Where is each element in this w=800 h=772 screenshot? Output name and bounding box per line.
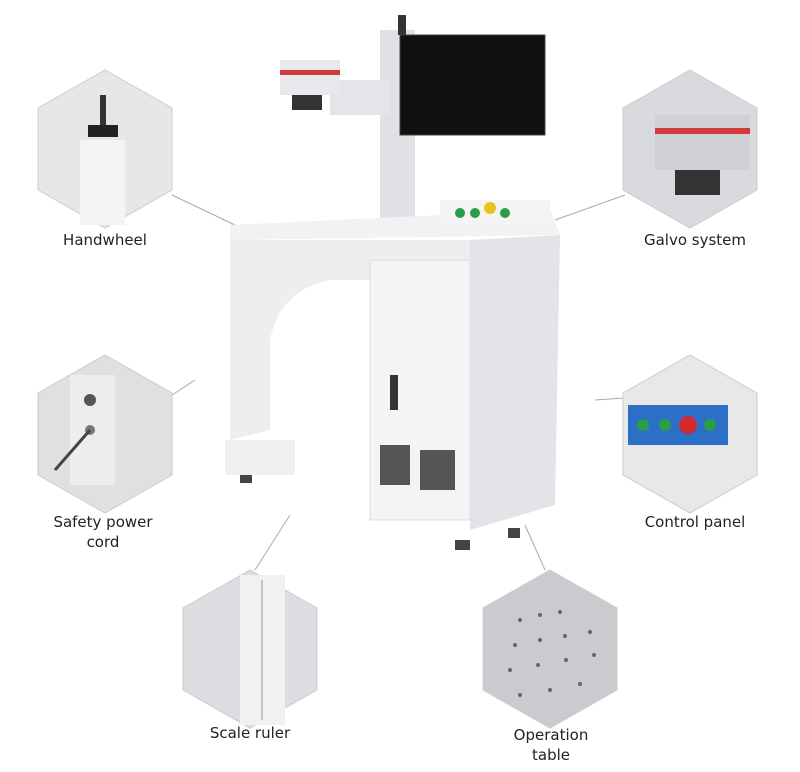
label-table-line2: table xyxy=(532,746,570,764)
hex-control-panel xyxy=(622,354,758,514)
monitor xyxy=(399,34,546,136)
hex-safety-power-cord xyxy=(37,354,173,514)
hex-handwheel xyxy=(37,69,173,229)
label-handwheel: Handwheel xyxy=(63,231,147,249)
label-safety-line2: cord xyxy=(86,533,120,551)
connector-lines xyxy=(171,194,626,571)
label-galvo-system: Galvo system xyxy=(643,231,747,249)
hex-operation-table xyxy=(482,569,618,729)
label-scale-ruler: Scale ruler xyxy=(209,724,291,742)
hex-galvo xyxy=(622,69,758,229)
hex-scale-ruler xyxy=(182,569,318,729)
label-safety-power-cord: Safety power cord xyxy=(23,512,183,552)
handwheel-icon xyxy=(88,125,118,137)
laser-machine xyxy=(225,15,560,550)
label-safety-line1: Safety power xyxy=(53,513,153,531)
label-operation-table: Operation table xyxy=(471,725,631,765)
label-control-panel: Control panel xyxy=(644,513,746,531)
label-table-line1: Operation xyxy=(513,726,589,744)
galvo-head xyxy=(280,60,340,95)
